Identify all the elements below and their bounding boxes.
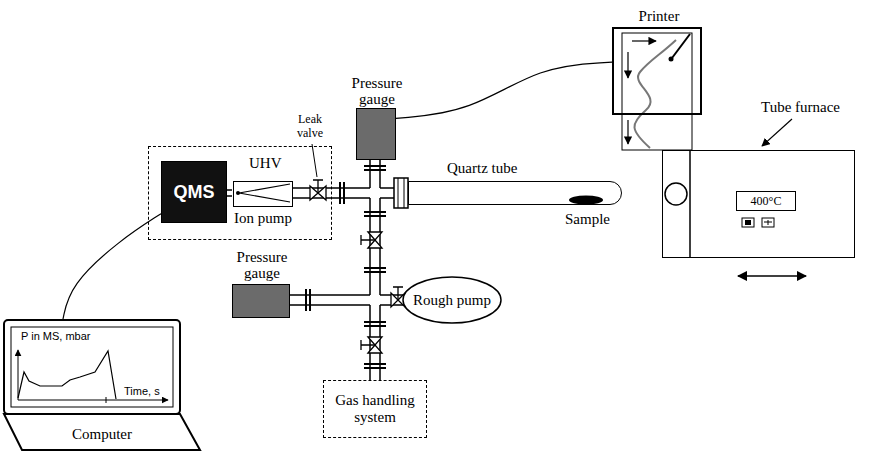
ion-pump-cone (239, 184, 290, 202)
sample-symbol (569, 196, 603, 205)
valve-handle (361, 340, 375, 350)
leader-line (312, 144, 317, 177)
laptop-screen (4, 320, 180, 414)
paper-arrow (627, 120, 628, 144)
furnace-opening (665, 183, 687, 205)
tube-nut (398, 178, 404, 208)
vacuum-region: UHV QMS Ion pump (148, 146, 332, 240)
pressure-gauge: Pressure gauge (356, 108, 396, 160)
callout-label: Leak valve (290, 112, 330, 140)
node-label: Quartz tube (447, 160, 517, 177)
laptop-display (11, 327, 173, 407)
printer-trace (634, 40, 676, 148)
gas-handling-box: Gas handling system (323, 380, 427, 438)
node-label: QMS (169, 182, 218, 203)
leader-arrow (762, 119, 792, 146)
pipe-flange (306, 166, 386, 368)
axis-label: Time, s (124, 385, 160, 398)
node-label: Gas handling system (324, 392, 426, 426)
furnace-button (742, 218, 754, 227)
node-label: Rough pump (409, 293, 495, 308)
node-label: Pressure gauge (341, 75, 413, 107)
pressure-gauge: Pressure gauge (232, 284, 290, 318)
valve-handle (361, 235, 375, 245)
node-label: Computer (4, 426, 200, 443)
ellipse-outline (403, 277, 501, 323)
plot-axis (18, 350, 19, 400)
callout-label: Sample (565, 211, 610, 228)
furnace-side (689, 150, 691, 258)
mass-spectrometer: QMS (161, 161, 227, 223)
valve-handle (313, 180, 323, 193)
node-label: Tube furnace (761, 99, 840, 116)
paper-arrow (632, 40, 656, 41)
furnace-button (745, 220, 751, 225)
rough-pump: Rough pump (402, 276, 502, 324)
plot-axis (18, 400, 168, 401)
valve-handle (393, 287, 403, 300)
laptop-base (4, 414, 200, 450)
printer-pen (669, 57, 674, 62)
signal-cable (396, 62, 612, 118)
printer-paper (622, 33, 692, 150)
printer: Printer (612, 27, 702, 115)
temperature-display: 400°C (736, 191, 796, 211)
paper-arrow (627, 52, 628, 78)
plot-curve (18, 351, 116, 399)
node-label: Printer (614, 8, 704, 25)
printer-pen (672, 34, 690, 58)
axis-label: P in MS, mbar (21, 330, 91, 343)
tube-nut (394, 178, 408, 208)
node-label: Pressure gauge (226, 249, 298, 281)
quartz-tube: Quartz tube (408, 181, 622, 205)
ion-pump: Ion pump (233, 181, 293, 207)
motion-arrow (738, 275, 806, 277)
furnace-button (762, 218, 774, 227)
node-label: 400°C (747, 194, 786, 208)
node-label: Ion pump (234, 210, 292, 227)
node-label: UHV (249, 155, 282, 172)
tube-furnace: Tube furnace400°C (662, 150, 855, 258)
ion-pump-cone (236, 191, 240, 195)
signal-cable (63, 214, 161, 320)
plot-tick (106, 397, 107, 403)
furnace-button (764, 220, 772, 225)
